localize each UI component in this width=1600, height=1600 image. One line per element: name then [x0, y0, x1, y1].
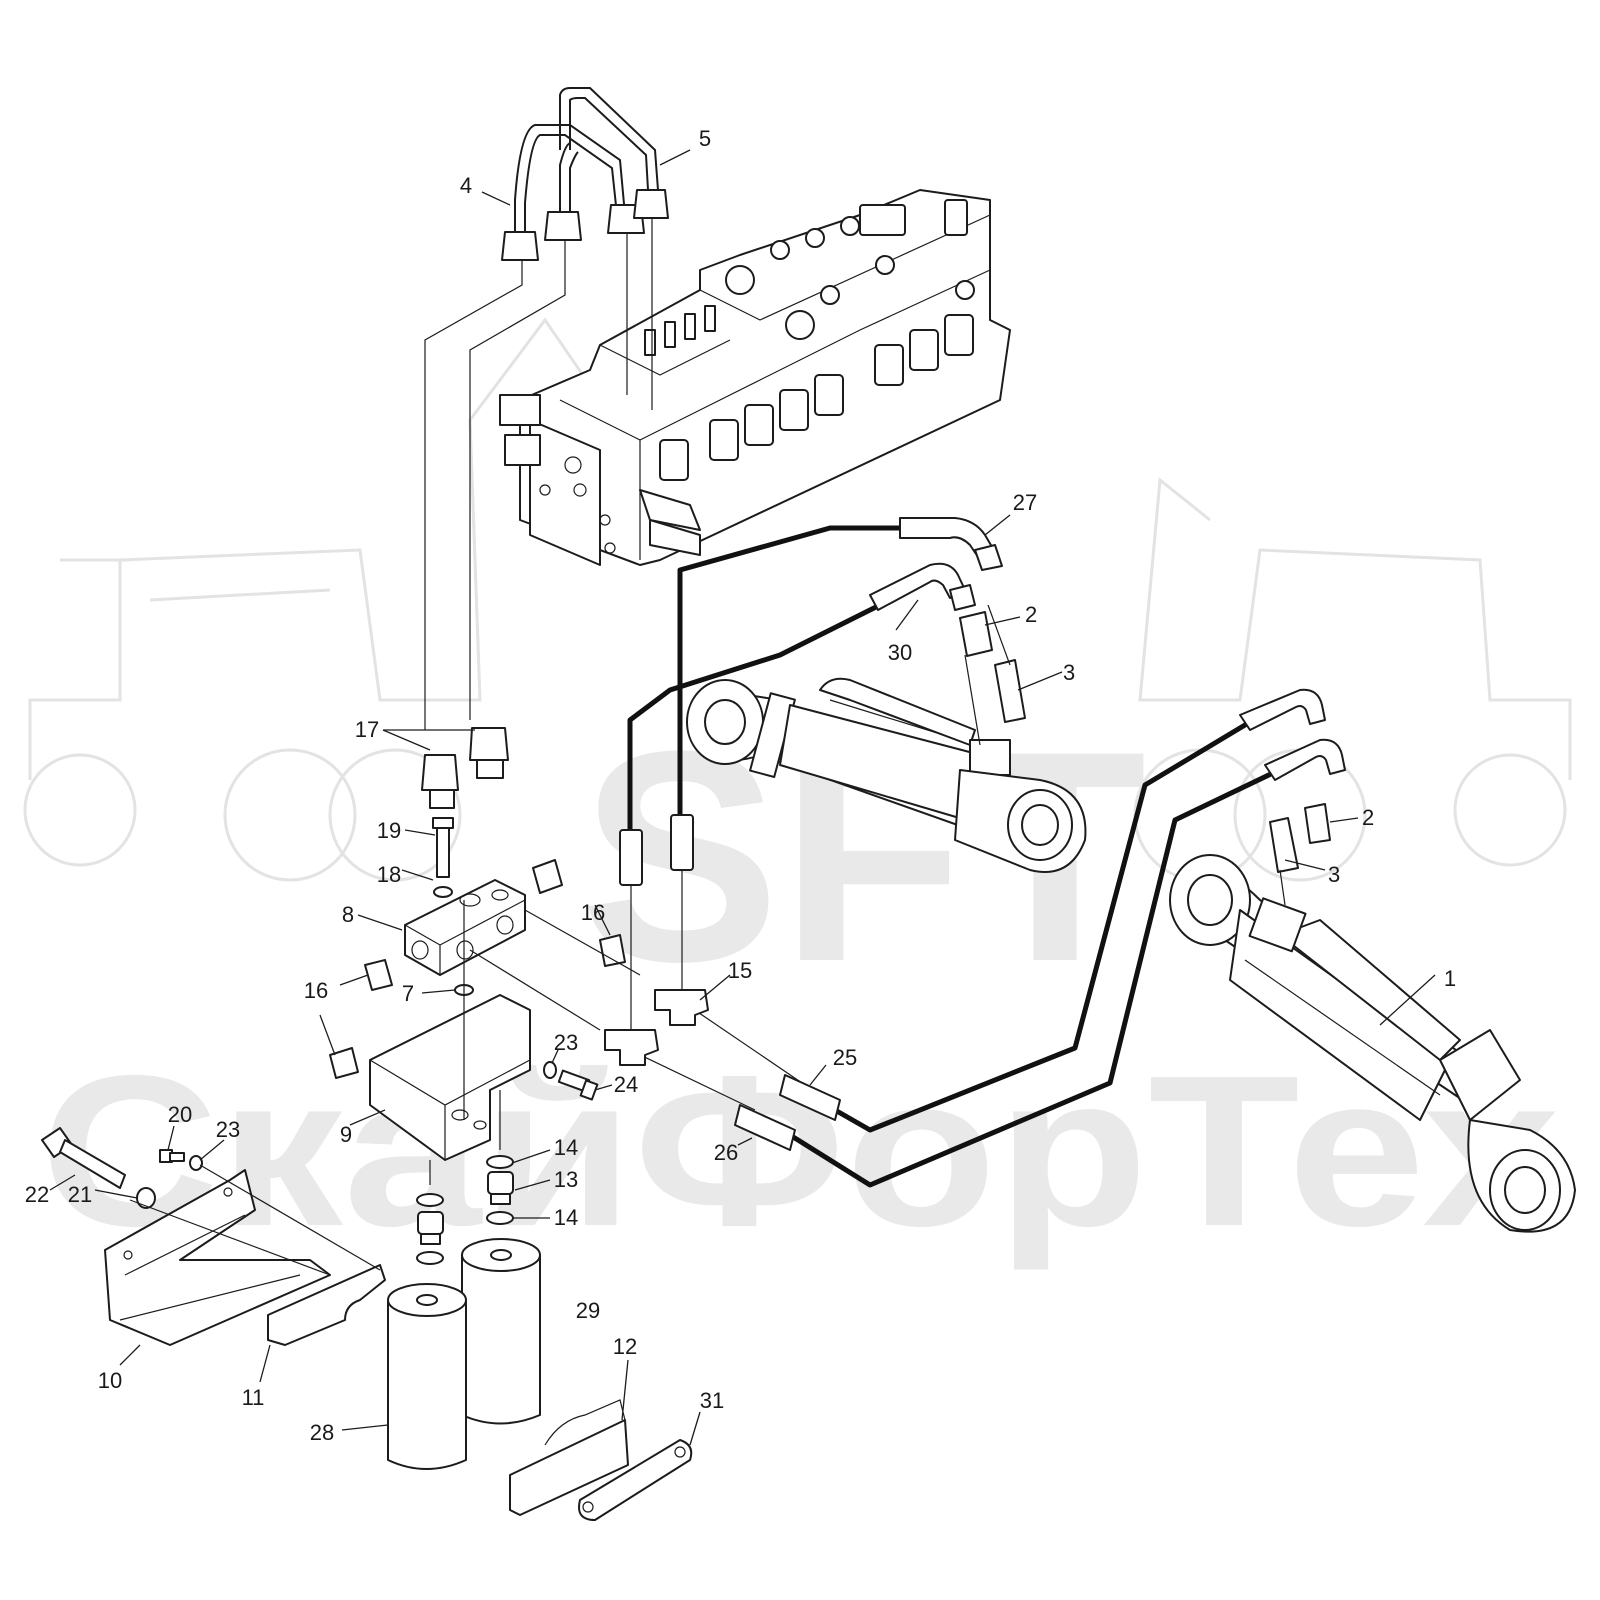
callout-4: 4 — [460, 173, 472, 198]
callout-28: 28 — [310, 1420, 334, 1445]
bolt-assembly-line — [129, 1199, 331, 1276]
steel-tube-4 — [514, 124, 626, 235]
accumulator-29 — [461, 1238, 541, 1425]
callout-7: 7 — [402, 981, 414, 1006]
callout-labels: 1 2 2 3 3 4 5 7 8 9 10 11 12 13 14 14 15… — [25, 126, 1456, 1445]
callout-2-right: 2 — [1362, 805, 1374, 830]
screw-24 — [557, 1069, 599, 1101]
callout-31: 31 — [700, 1388, 724, 1413]
hose-upper-right-fittings — [1239, 688, 1346, 781]
bolt-22 — [41, 1127, 126, 1189]
hose-30 — [869, 562, 976, 611]
fittings-17 — [421, 727, 509, 809]
watermark-tractor-right — [1133, 477, 1572, 882]
callout-3-right: 3 — [1328, 862, 1340, 887]
callout-18: 18 — [377, 862, 401, 887]
washer-23-lower — [189, 1155, 203, 1171]
hose-25-line — [833, 719, 1252, 1133]
screw-20 — [159, 1149, 185, 1163]
washer-23-upper — [543, 1061, 557, 1079]
accumulator-28 — [387, 1283, 467, 1470]
callout-2-upper: 2 — [1025, 602, 1037, 627]
callout-20: 20 — [168, 1102, 192, 1127]
callout-1: 1 — [1444, 966, 1456, 991]
callout-23-upper: 23 — [554, 1030, 578, 1055]
callout-9: 9 — [340, 1122, 352, 1147]
callout-5: 5 — [699, 126, 711, 151]
callout-27: 27 — [1013, 490, 1037, 515]
seals-14-adapter-13 — [416, 1155, 514, 1265]
callout-30: 30 — [888, 640, 912, 665]
adapters-2-3-upper — [959, 604, 1026, 746]
tee-fittings-15 — [604, 989, 709, 1066]
strap-31 — [578, 1439, 693, 1521]
hose-ferrules-lower — [619, 814, 694, 1045]
watermark-tractor-left — [23, 317, 602, 882]
callout-16-upper: 16 — [581, 900, 605, 925]
callout-26: 26 — [714, 1140, 738, 1165]
hose-lines — [627, 525, 1277, 1188]
plugs-16 — [329, 859, 626, 1079]
control-valve-block — [499, 189, 1011, 566]
washer-18 — [433, 886, 453, 898]
clamp-11 — [267, 1264, 386, 1346]
watermark-brand: СкайФорТех — [40, 1030, 1560, 1271]
valve-end-plate — [499, 394, 616, 566]
hose-26-line — [788, 769, 1277, 1188]
callout-13: 13 — [554, 1167, 578, 1192]
hose-30-line — [627, 602, 882, 860]
adapters-2-3-right — [1269, 803, 1331, 906]
adapters-25-26 — [734, 1074, 841, 1151]
callout-11: 11 — [242, 1385, 265, 1410]
callout-25: 25 — [833, 1045, 857, 1070]
tube-routing-lines — [424, 218, 653, 730]
callout-19: 19 — [377, 818, 401, 843]
steel-tube-assembly — [424, 87, 669, 730]
callout-3-upper: 3 — [1063, 660, 1075, 685]
callout-29: 29 — [576, 1298, 600, 1323]
valve-solenoids — [659, 199, 974, 481]
bolt-19 — [432, 817, 454, 878]
callout-23-lower: 23 — [216, 1117, 240, 1142]
hydraulic-cylinder-upper — [686, 677, 1087, 873]
washer-21 — [136, 1187, 156, 1209]
bracket-assembly-line — [199, 1164, 381, 1271]
bracket-10 — [104, 1169, 331, 1346]
tube-nuts — [501, 189, 669, 261]
hydraulic-cylinder-1 — [1169, 854, 1576, 1233]
assembly-lines — [429, 900, 806, 1185]
clamp-12 — [509, 1399, 629, 1516]
callout-24: 24 — [614, 1072, 638, 1097]
hose-27-line — [677, 525, 920, 840]
callout-15: 15 — [728, 958, 752, 983]
callout-10: 10 — [98, 1368, 122, 1393]
manifold-block-8 — [404, 879, 526, 976]
callout-8: 8 — [342, 902, 354, 927]
valve-top-caps — [644, 216, 975, 356]
callout-17: 17 — [355, 717, 379, 742]
leader-lines — [49, 149, 1436, 1446]
callout-22: 22 — [25, 1182, 49, 1207]
callout-12: 12 — [613, 1334, 637, 1359]
steel-tube-5 — [559, 87, 659, 191]
bracket-9 — [369, 994, 531, 1161]
callout-14-lower: 14 — [554, 1205, 578, 1230]
callout-21: 21 — [68, 1182, 92, 1207]
callout-16-lower: 16 — [304, 978, 328, 1003]
callout-14-upper: 14 — [554, 1135, 578, 1160]
hose-27 — [899, 517, 1003, 571]
